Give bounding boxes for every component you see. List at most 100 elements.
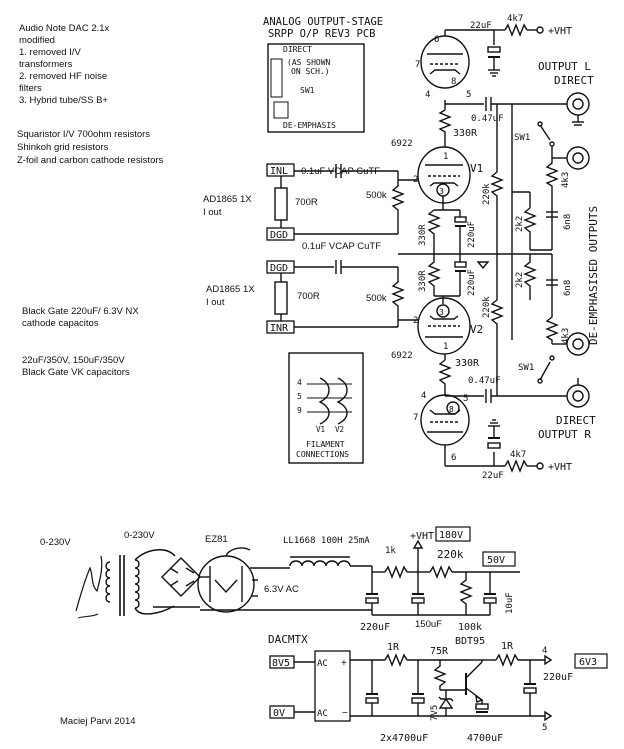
- bridge-block: [314, 650, 351, 722]
- tube-v2-cathode: [429, 315, 459, 320]
- wire: [134, 549, 176, 561]
- r-330-v1-cathode: [427, 209, 441, 244]
- note-item-3: 3. Hybrid tube/SS B+: [19, 95, 108, 106]
- r-1r-b: [495, 653, 519, 667]
- switch-contact: [549, 355, 555, 361]
- r-700-l-label: 700R: [295, 197, 318, 208]
- v50-label: 50V: [487, 555, 505, 566]
- output-l-label: OUTPUT L: [538, 60, 591, 73]
- filament-v1-label: V1: [316, 425, 325, 434]
- input-l-label: INL: [270, 166, 288, 177]
- r-500k-lower: [391, 267, 405, 327]
- note-resistors-2: Shinkoh grid resistors: [17, 142, 109, 153]
- note-caps-2: 22uF/350V, 150uF/350V Black Gate VK capa…: [22, 355, 130, 378]
- cap-220uf-psu: [365, 597, 379, 604]
- r-220k-lower-label: 220k: [482, 296, 492, 318]
- rca-pin: [572, 390, 584, 402]
- dgd-lower-label: DGD: [270, 263, 288, 274]
- cap-220uf-6v3-label: 220uF: [543, 672, 573, 683]
- r-4k7-top: [504, 23, 528, 37]
- note-item-1: 1. removed I/V transformers: [19, 47, 81, 70]
- dgd-upper-label: DGD: [270, 230, 288, 241]
- zener-7v5: [438, 697, 454, 709]
- output-l-direct-label: DIRECT: [554, 74, 594, 87]
- bridge-ac-label: AC: [317, 659, 328, 669]
- c150-label: 150uF: [415, 619, 442, 630]
- mains-label-b: 0-230V: [124, 530, 155, 541]
- box-sw1: SW1: [300, 86, 315, 95]
- r-220k-psu: [429, 565, 453, 579]
- tube-lower-left-pin8: [446, 401, 460, 415]
- cap-047-top-label: 0.47uF: [471, 114, 504, 124]
- filament-box: [288, 352, 364, 464]
- output-arrow: [544, 710, 553, 722]
- dac-label-r: AD1865 1X: [206, 284, 255, 295]
- terminal: [536, 26, 544, 34]
- v180-label: 180V: [439, 530, 463, 541]
- pin-label: 6: [434, 35, 439, 45]
- filament-ac-label: 6.3V AC: [264, 584, 299, 595]
- pin-label: 5: [463, 394, 468, 404]
- rca-pin: [572, 152, 584, 164]
- mains-label-a: 0-230V: [40, 537, 71, 548]
- cap-4700uf-a: [365, 697, 379, 704]
- bridge-rectifier: [161, 557, 201, 597]
- pin-label: 7: [415, 60, 420, 70]
- cap-4700uf-label: 4700uF: [467, 733, 503, 744]
- r-75r: [433, 660, 447, 690]
- zener-label: 7V5: [430, 705, 440, 721]
- vht-bottom-label: +VHT: [548, 462, 572, 473]
- pin-label: 4: [425, 90, 430, 100]
- stage-title: ANALOG OUTPUT-STAGE: [263, 16, 383, 28]
- v0-label: 0V: [273, 708, 285, 719]
- tube-v1: [417, 146, 471, 204]
- cap-220uf-v2-label: 220uF: [467, 269, 477, 296]
- transformer-secondary: [134, 559, 140, 609]
- switch-lever: [539, 124, 551, 141]
- dac-iout-r: I out: [206, 297, 225, 308]
- zener-bar: [438, 696, 454, 702]
- cap-220uf-v1: [454, 216, 467, 223]
- choke-ll1668: [289, 560, 351, 567]
- pin-label: 1: [443, 342, 448, 352]
- cap-22uf-top-label: 22uF: [470, 21, 492, 31]
- pin-label: 8: [451, 77, 456, 87]
- terminal: [536, 462, 544, 470]
- rca-l-de-emph: [566, 146, 590, 170]
- bdt95-label: BDT95: [455, 636, 485, 647]
- r-4k7-top-label: 4k7: [507, 14, 523, 24]
- cap-4700uf-c: [475, 703, 489, 710]
- rca-r-direct: [566, 384, 590, 408]
- cap-6n8-lower-label: 6n8: [563, 280, 573, 296]
- filament-wire-v2: [336, 377, 348, 425]
- cap-6n8-upper-label: 6n8: [563, 214, 573, 230]
- transformer-primary: [105, 561, 111, 603]
- note-caps-1: Black Gate 220uF/ 6.3V NX cathode capaci…: [22, 306, 139, 329]
- tube-6922-lower-label: 6922: [391, 351, 413, 361]
- r-330-v2-cathode: [427, 254, 441, 296]
- v180-box: [435, 526, 471, 542]
- r-330-v2-cathode-label: 330R: [418, 270, 428, 292]
- pin-label: 2: [413, 316, 418, 326]
- filament-pin-label: 5: [297, 392, 302, 401]
- cap-047-lower-label: 0.47uF: [468, 376, 501, 386]
- r-100k-psu: [459, 572, 473, 615]
- filament-pin-label: 9: [297, 406, 302, 415]
- tube-v2: [417, 297, 471, 355]
- pin-label: 8: [449, 405, 454, 414]
- note-item-2: 2. removed HF noise filters: [19, 71, 108, 94]
- r-220k-upper-label: 220k: [482, 183, 492, 205]
- author-note: Maciej Parvi 2014: [60, 716, 136, 727]
- v50-box: [482, 551, 516, 567]
- filament-wire-v1: [318, 377, 330, 425]
- v63-box: [574, 653, 608, 669]
- tube-v2-label: V2: [470, 323, 483, 336]
- r-700-lower: [274, 281, 288, 315]
- cap-220uf-psu-label: 220uF: [360, 622, 390, 633]
- tube-lower-left: [420, 394, 470, 446]
- cap-150uf-psu: [411, 597, 425, 604]
- cap-22uf-bottom: [487, 442, 501, 449]
- r-1r-b-label: 1R: [501, 641, 514, 652]
- plus-sign: +: [341, 658, 347, 669]
- tube-upper-left-cathode: [429, 69, 461, 75]
